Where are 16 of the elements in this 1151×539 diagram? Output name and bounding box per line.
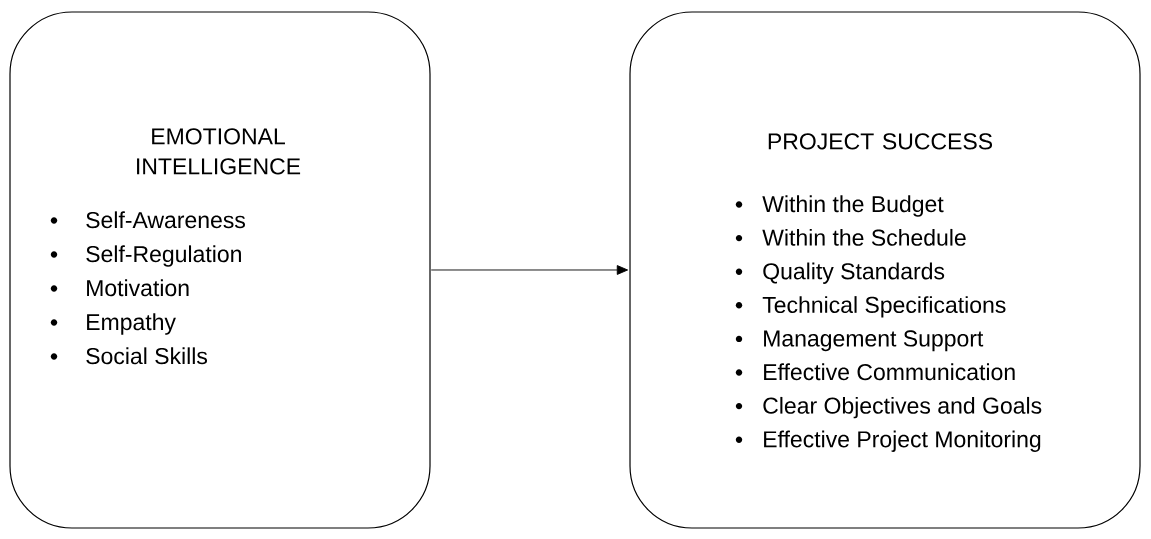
list-item: Technical Specifications [762,296,1006,318]
list-item: Within the Budget [762,195,944,217]
list-item: Self-Regulation [86,245,241,267]
list-item: Self-Awareness [86,211,245,229]
list-item: Clear Objectives and Goals [763,396,1042,419]
arrow [430,265,629,275]
list-item: Empathy [87,313,176,335]
list-item: Quality Standards [763,262,945,284]
list-item: Social Skills [86,347,208,365]
list-item: Effective Communication [764,363,1015,381]
list-item: Management Support [764,330,984,352]
list-item: Motivation [87,279,189,297]
list-item: Effective Project Monitoring [764,430,1041,452]
list-item: Within the Schedule [762,228,966,246]
heading: EMOTIONAL INTELLIGENCE [137,128,301,175]
heading: PROJECT SUCCESS [768,133,993,150]
